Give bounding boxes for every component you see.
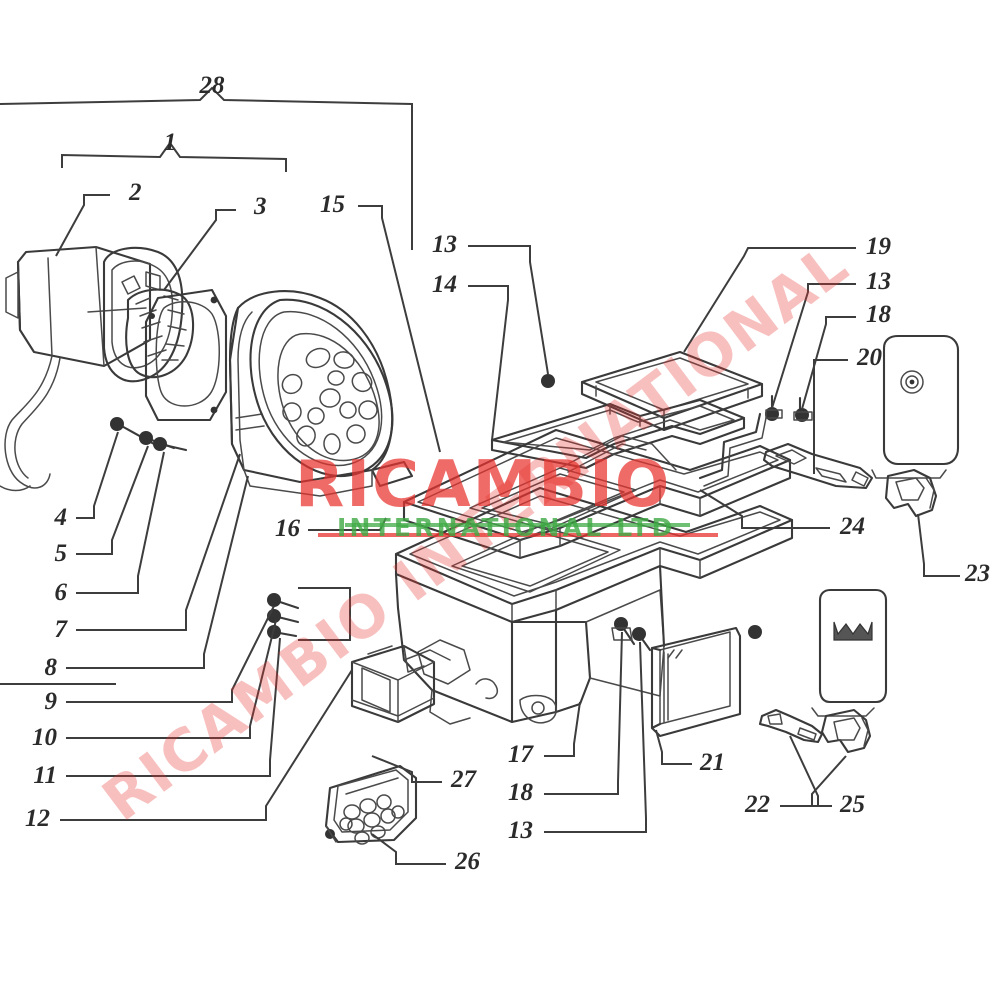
callout-label-22: 22 [744, 791, 770, 818]
callout-label-18a: 18 [866, 301, 892, 328]
part-22-latch-pin [758, 708, 824, 744]
callout-label-16: 16 [275, 515, 301, 542]
part-21-panel-plate [650, 626, 742, 738]
part-3-motor-flange [102, 246, 195, 383]
callout-label-13b: 13 [866, 268, 891, 295]
bracket-rod [698, 412, 767, 487]
callout-label-15: 15 [320, 191, 345, 218]
callout-label-9: 9 [45, 688, 58, 715]
callout-label-3: 3 [253, 193, 267, 220]
callout-label-20: 20 [856, 344, 883, 371]
fastener-group-16 [267, 593, 300, 639]
callout-label-13c: 13 [508, 817, 533, 844]
part-3-mounting-plate [144, 288, 228, 422]
callout-label-8: 8 [45, 654, 58, 681]
fastener-group-right-13-18 [765, 394, 813, 422]
part-19-intake-grille-frame [580, 350, 764, 432]
callout-label-7: 7 [55, 616, 69, 643]
callout-label-5: 5 [55, 540, 68, 567]
part-20-bracket-strip [762, 442, 874, 490]
fastener-group-lower-center [611, 617, 652, 652]
part-17-lower-housing-body [394, 486, 794, 725]
part-15-fan-scroll-housing [228, 290, 414, 497]
part-27-filter-cover [350, 644, 436, 724]
callout-label-12: 12 [25, 805, 50, 832]
callout-label-1: 1 [164, 129, 177, 156]
callout-label-23: 23 [964, 560, 990, 587]
part-25-emblem-plate [811, 588, 888, 717]
callout-label-17: 17 [508, 741, 535, 768]
callout-label-18b: 18 [508, 779, 534, 806]
part-20-cover-plate [871, 334, 960, 479]
crown-emblem-icon [833, 621, 873, 641]
callout-label-10: 10 [32, 724, 58, 751]
housing-internal-strut [559, 435, 677, 473]
part-25-hinge-lever [820, 708, 872, 754]
callout-label-4: 4 [54, 504, 68, 531]
callout-label-11: 11 [33, 762, 57, 789]
callout-label-24: 24 [839, 513, 865, 540]
callout-label-21: 21 [699, 749, 725, 776]
callout-label-27: 27 [450, 766, 478, 793]
leader-lines [0, 86, 960, 865]
callout-label-19: 19 [866, 233, 892, 260]
callout-label-13a: 13 [432, 231, 457, 258]
fastener-13-14-upper [541, 374, 762, 639]
fastener-group-left [110, 417, 188, 452]
callout-label-26: 26 [454, 848, 481, 875]
callout-label-28: 28 [199, 72, 226, 99]
part-23-hinge-lever [884, 468, 938, 518]
callout-label-6: 6 [55, 579, 68, 606]
callout-label-25: 25 [839, 791, 865, 818]
callout-label-14: 14 [432, 271, 457, 298]
callout-label-2: 2 [128, 179, 142, 206]
